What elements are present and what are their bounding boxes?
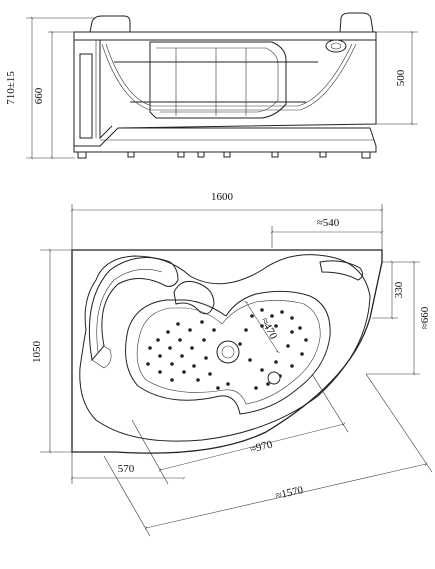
right-headrest — [339, 12, 374, 33]
dim-line-outer-diagonal — [144, 462, 428, 530]
overflow-drain-icon — [267, 371, 281, 385]
tub-body — [79, 254, 371, 442]
support-feet — [77, 151, 371, 159]
center-drain-icon — [216, 340, 240, 364]
dim-outer-diagonal: ≈1570 — [274, 484, 305, 502]
control-knob-icon — [325, 39, 347, 53]
armrest — [88, 257, 179, 369]
glass-window — [114, 41, 318, 119]
dim-overall-length: 1600 — [211, 191, 234, 203]
dim-body-height: 660 — [33, 87, 45, 104]
front-elevation-view: 710±15 660 500 — [5, 12, 418, 160]
tub-base — [73, 127, 377, 153]
dim-left-section: 570 — [118, 463, 135, 475]
headrest-pad — [319, 260, 364, 281]
dim-total-height: 710±15 — [5, 71, 17, 105]
dim-inner-diagonal: ≈970 — [249, 438, 274, 455]
dim-line-inner-diagonal — [158, 422, 346, 472]
backrest — [173, 280, 215, 315]
left-headrest — [89, 15, 131, 33]
dim-overall-width: 1050 — [31, 341, 43, 364]
dim-depth-offset: ≈540 — [317, 217, 340, 229]
dim-side-long: ≈660 — [419, 306, 431, 329]
dim-line-inner-basin — [244, 301, 280, 353]
tub-apron — [73, 40, 377, 147]
tub-rim — [73, 31, 377, 41]
dim-apron-height: 500 — [395, 69, 407, 86]
side-panel — [79, 53, 93, 139]
dim-side-short: 330 — [393, 281, 405, 298]
plan-view: 1600 ≈540 1050 330 ≈660 — [31, 191, 433, 537]
